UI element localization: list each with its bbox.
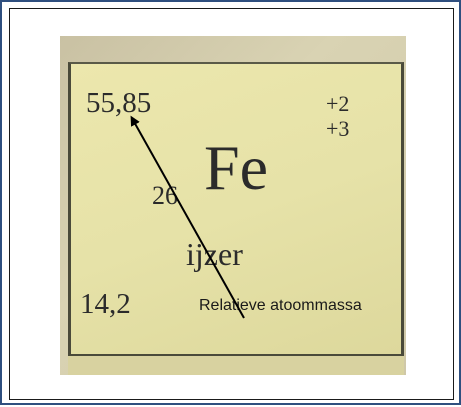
periodic-table-photo: 55,85 +2 +3 26 Fe ijzer 14,2 bbox=[60, 36, 406, 375]
oxidation-state-1: +2 bbox=[326, 91, 350, 116]
tile-bottom-divider bbox=[68, 354, 404, 356]
element-symbol: Fe bbox=[204, 132, 268, 203]
element-name: ijzer bbox=[186, 236, 243, 272]
atomic-mass: 55,85 bbox=[86, 87, 152, 119]
inner-frame bbox=[9, 8, 454, 400]
oxidation-state-2: +3 bbox=[326, 116, 350, 141]
below-tile-strip bbox=[68, 356, 404, 375]
annotation-label: Relatieve atoommassa bbox=[199, 297, 362, 314]
atomic-number: 26 bbox=[152, 181, 178, 210]
extra-value: 14,2 bbox=[80, 288, 131, 320]
